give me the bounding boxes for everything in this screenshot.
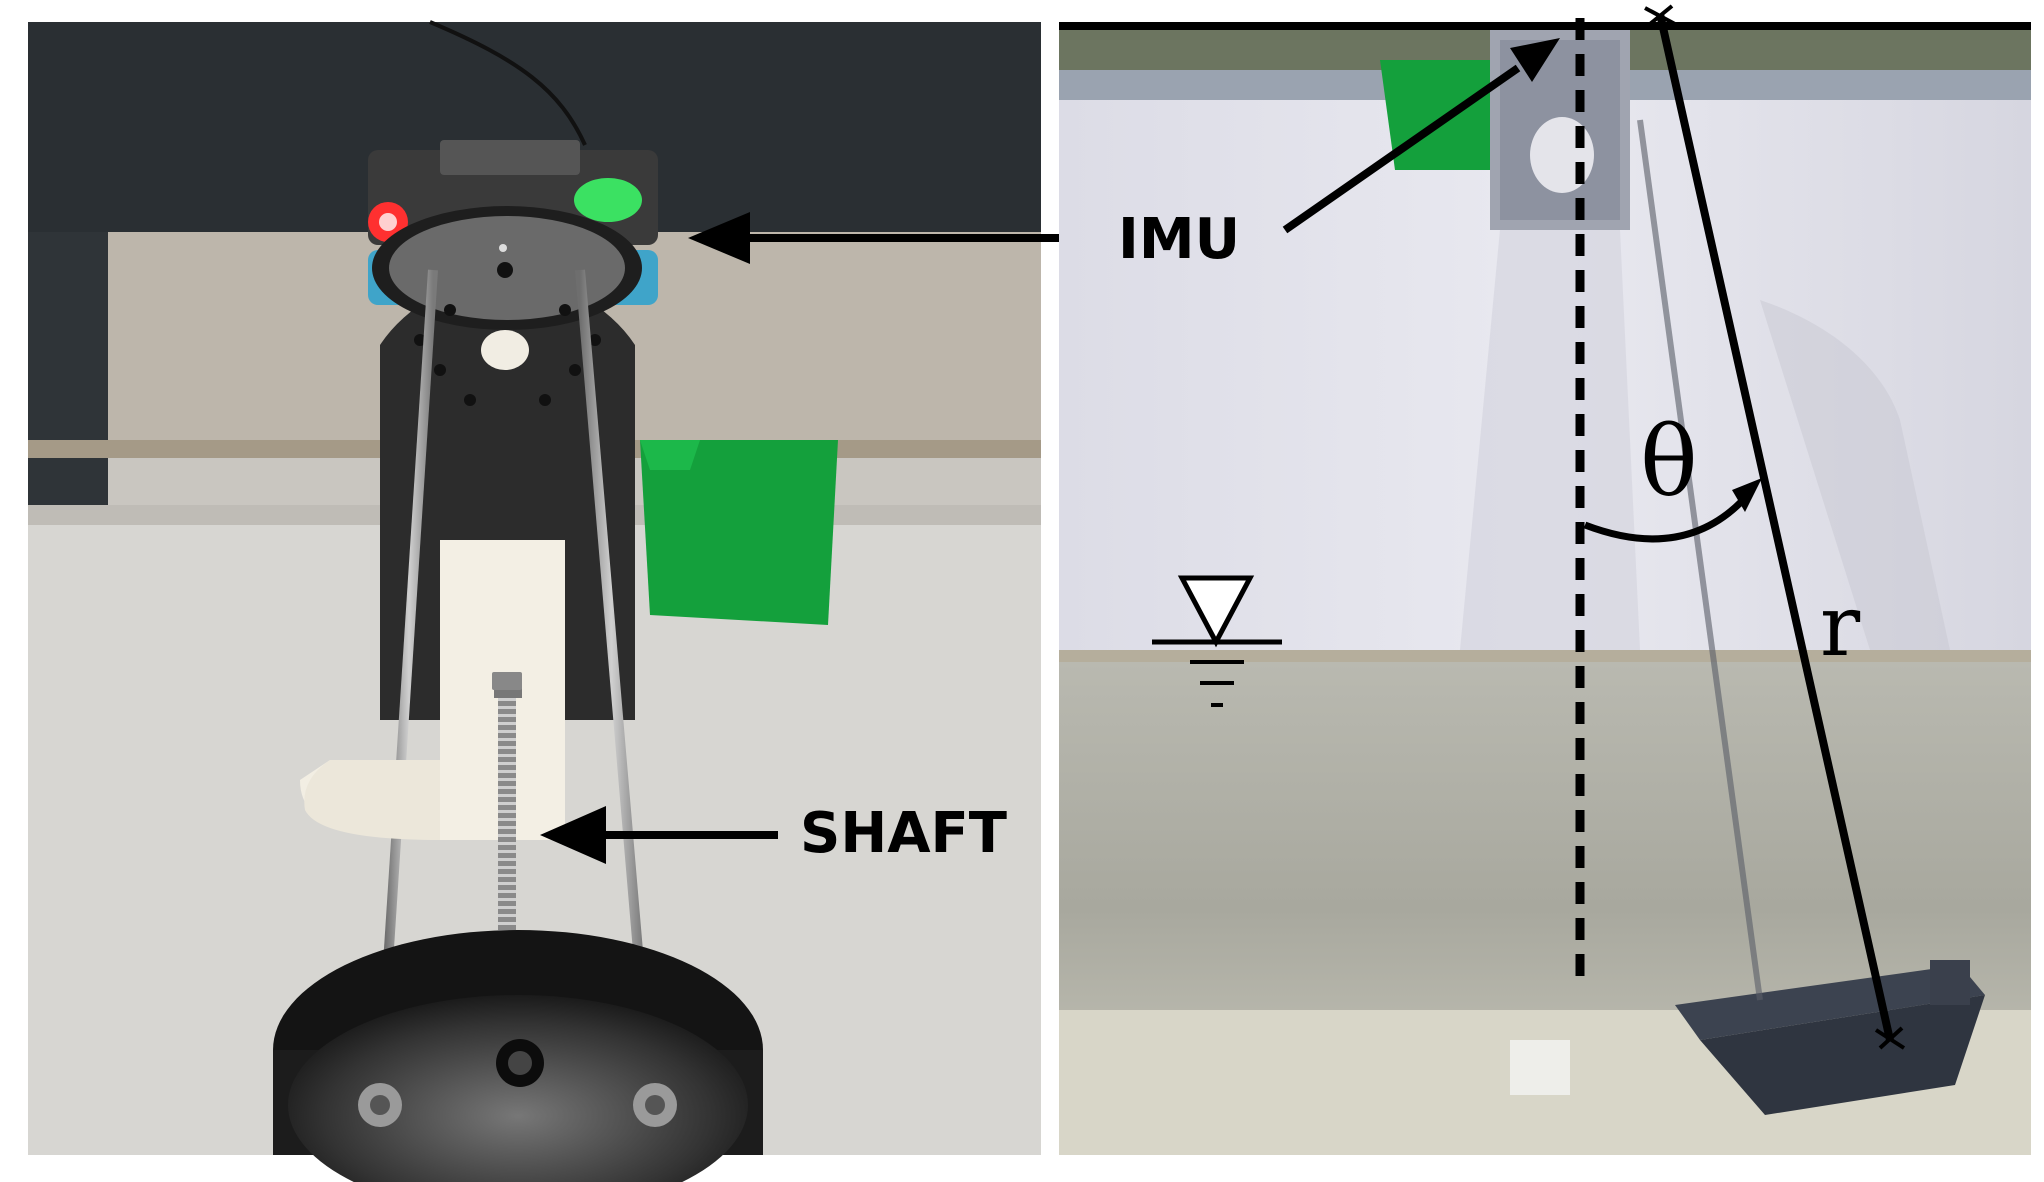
green-tape	[640, 440, 838, 625]
left-photo-panel	[28, 20, 1041, 1182]
shaft-arrow	[540, 806, 778, 864]
waterline-strip	[1059, 650, 2031, 662]
pendulum-length-line	[1656, 13, 1894, 1041]
shaft-bushing	[481, 330, 529, 370]
theta-arc-arrowhead	[1732, 478, 1762, 512]
imu-label: IMU	[1118, 207, 1240, 272]
pendulum-plate	[1675, 965, 1985, 1040]
pendulum-rod-photo	[1637, 119, 1763, 1001]
imu-arrow-left	[688, 212, 1107, 264]
dark-frame-left-post	[28, 232, 108, 512]
water-surface-symbol	[1152, 575, 1282, 707]
sensor-cable	[429, 20, 587, 146]
theta-arc	[1583, 487, 1755, 543]
shaft-label: SHAFT	[800, 801, 1007, 866]
theta-label: θ	[1640, 406, 1698, 518]
side-rod-left	[380, 269, 438, 1011]
imu-arrow-right	[1282, 38, 1560, 234]
side-rod-right	[575, 269, 648, 1011]
right-photo-panel	[1059, 22, 2031, 1155]
imu-green-led	[574, 178, 642, 222]
r-label: r	[1820, 577, 1861, 675]
